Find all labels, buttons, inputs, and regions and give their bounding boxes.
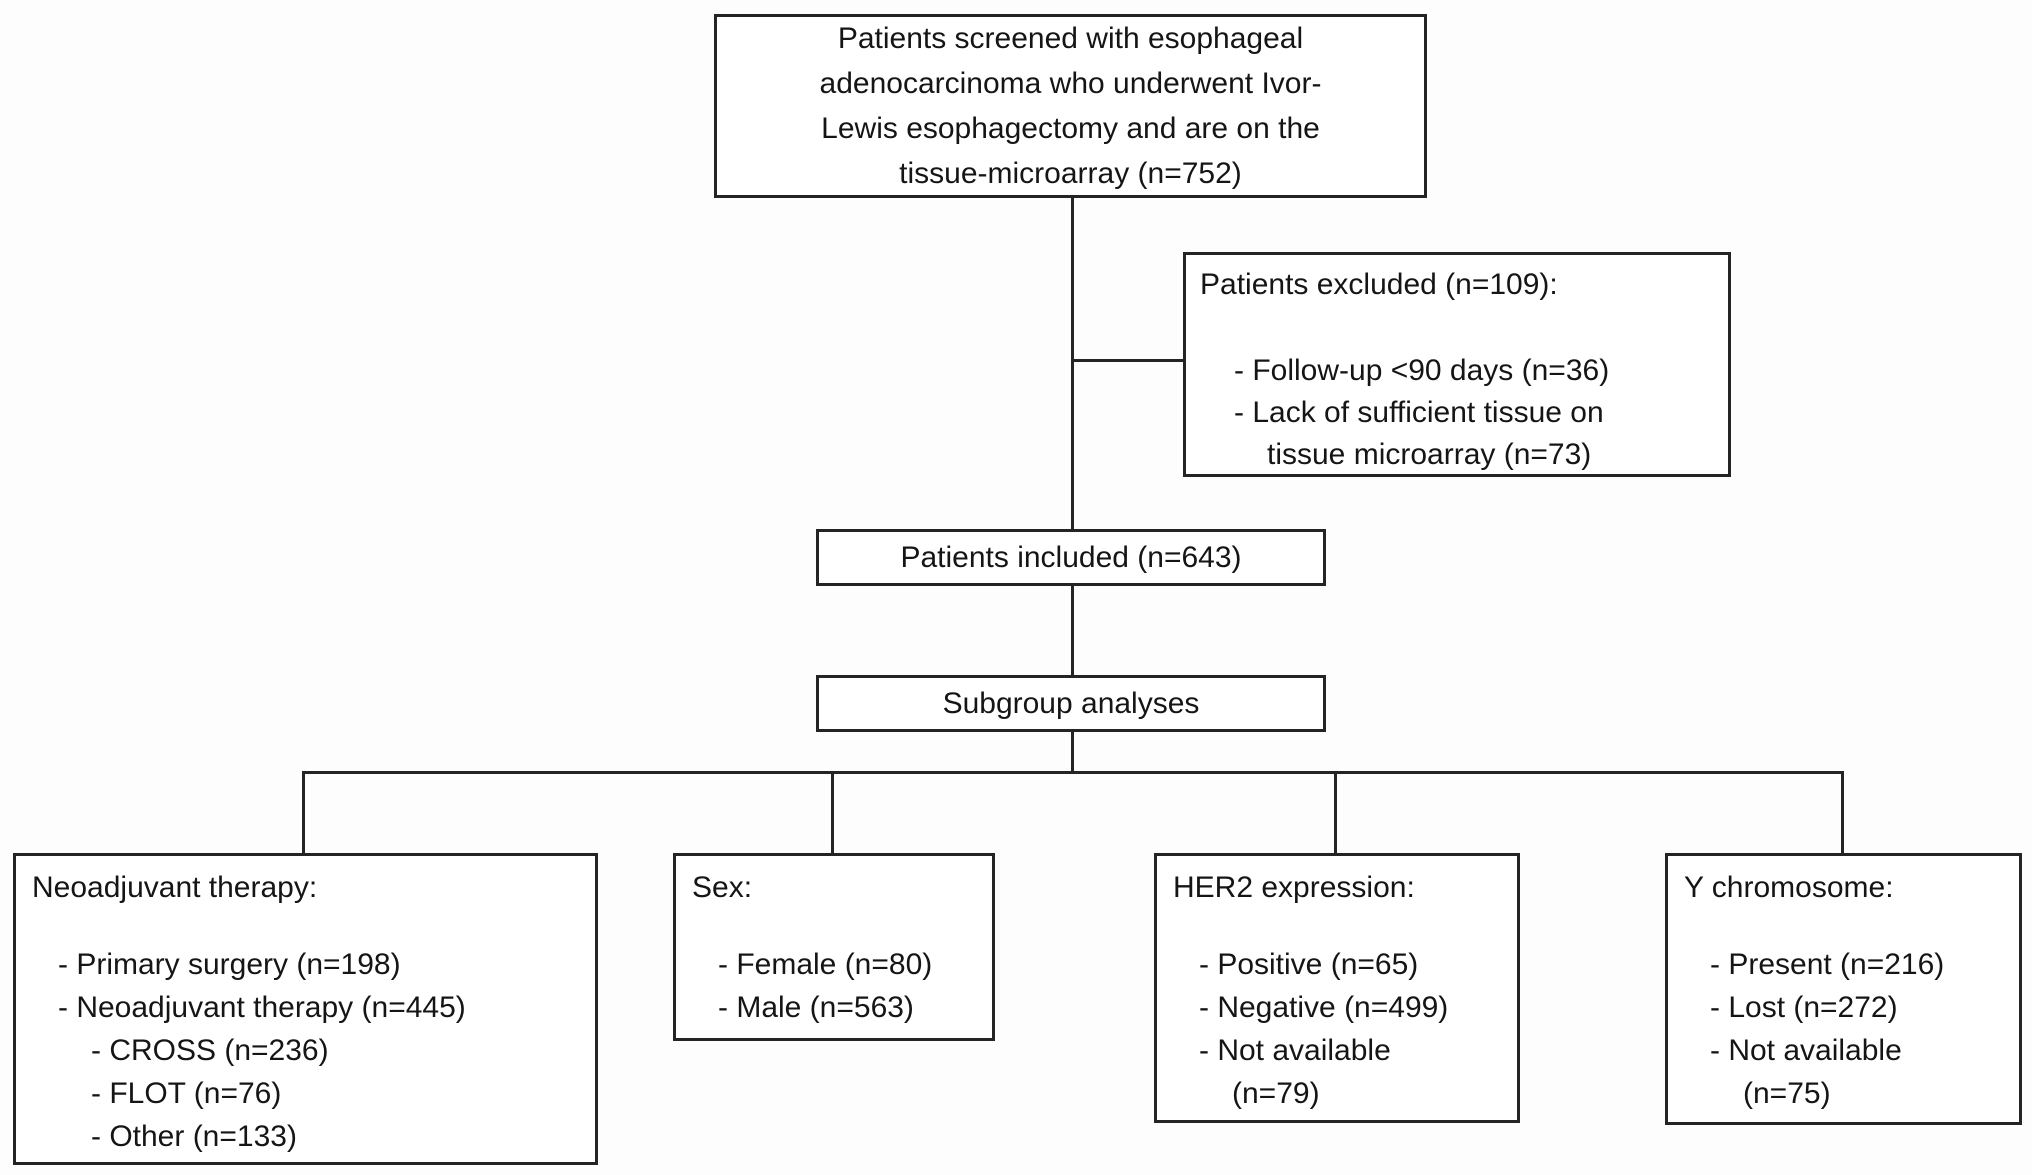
screened-box-text: Patients screened with esophageal adenoc… [819,22,1322,190]
her2-box: HER2 expression: - Positive (n=65) - Neg… [1154,853,1520,1123]
branch-drop-sex [831,771,834,855]
included-box-text: Patients included (n=643) [900,541,1242,574]
sex-box: Sex: - Female (n=80) - Male (n=563) [673,853,995,1041]
excluded-box: Patients excluded (n=109): - Follow-up <… [1183,252,1731,477]
her2-item-not-available: - Not available (n=79) [1199,1034,1391,1110]
branch-drop-her2 [1334,771,1337,855]
y-chromosome-item-present: - Present (n=216) [1710,948,1945,981]
connector-screened-to-included [1071,196,1074,531]
neoadjuvant-box: Neoadjuvant therapy: - Primary surgery (… [13,853,598,1165]
excluded-box-title: Patients excluded (n=109): [1200,268,1558,301]
connector-subgroup-to-branch [1071,730,1074,773]
neoadjuvant-item-cross: - CROSS (n=236) [91,1034,329,1067]
screened-box: Patients screened with esophageal adenoc… [714,14,1427,198]
neoadjuvant-item-other: - Other (n=133) [91,1120,297,1153]
her2-box-items: - Positive (n=65) - Negative (n=499) - N… [1173,943,1501,1115]
connector-to-excluded [1072,359,1185,362]
y-chromosome-box-title: Y chromosome: [1684,871,1894,904]
subgroup-box: Subgroup analyses [816,675,1326,732]
excluded-item-tissue: - Lack of sufficient tissue on tissue mi… [1234,396,1604,471]
neoadjuvant-item-primary-surgery: - Primary surgery (n=198) [58,948,401,981]
sex-box-items: - Female (n=80) - Male (n=563) [692,943,976,1029]
included-box: Patients included (n=643) [816,529,1326,586]
sex-item-female: - Female (n=80) [718,948,933,981]
sex-item-male: - Male (n=563) [718,991,914,1024]
branch-drop-y-chromosome [1841,771,1844,855]
y-chromosome-item-lost: - Lost (n=272) [1710,991,1898,1024]
connector-included-to-subgroup [1071,584,1074,677]
sex-box-title: Sex: [692,871,753,904]
y-chromosome-box-items: - Present (n=216) - Lost (n=272) - Not a… [1684,943,2003,1115]
her2-box-title: HER2 expression: [1173,871,1415,904]
neoadjuvant-box-items: - Primary surgery (n=198) - Neoadjuvant … [32,943,579,1158]
y-chromosome-item-not-available: - Not available (n=75) [1710,1034,1902,1110]
y-chromosome-box: Y chromosome: - Present (n=216) - Lost (… [1665,853,2022,1125]
branch-horizontal-line [302,771,1844,774]
her2-item-positive: - Positive (n=65) [1199,948,1419,981]
branch-drop-neoadjuvant [302,771,305,855]
neoadjuvant-box-title: Neoadjuvant therapy: [32,871,318,904]
neoadjuvant-item-neoadjuvant-therapy: - Neoadjuvant therapy (n=445) [58,991,466,1024]
excluded-box-items: - Follow-up <90 days (n=36) - Lack of su… [1200,350,1714,476]
excluded-item-followup: - Follow-up <90 days (n=36) [1234,354,1610,387]
neoadjuvant-item-flot: - FLOT (n=76) [91,1077,282,1110]
subgroup-box-text: Subgroup analyses [942,687,1200,720]
her2-item-negative: - Negative (n=499) [1199,991,1449,1024]
